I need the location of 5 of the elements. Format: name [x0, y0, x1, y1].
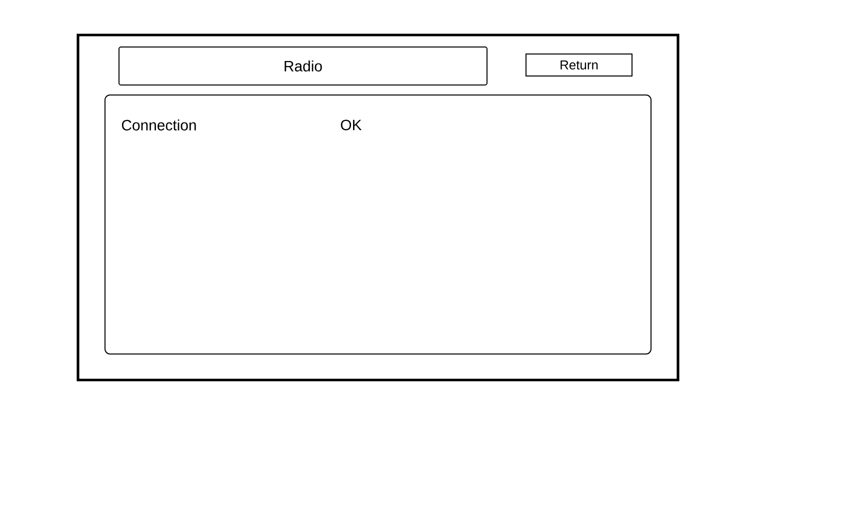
- title-bar: Radio: [118, 46, 488, 86]
- screen-frame: [76, 34, 680, 382]
- return-button: Return: [526, 54, 632, 76]
- panel-text: OK: [340, 120, 362, 130]
- panel-text: Connection: [122, 120, 196, 130]
